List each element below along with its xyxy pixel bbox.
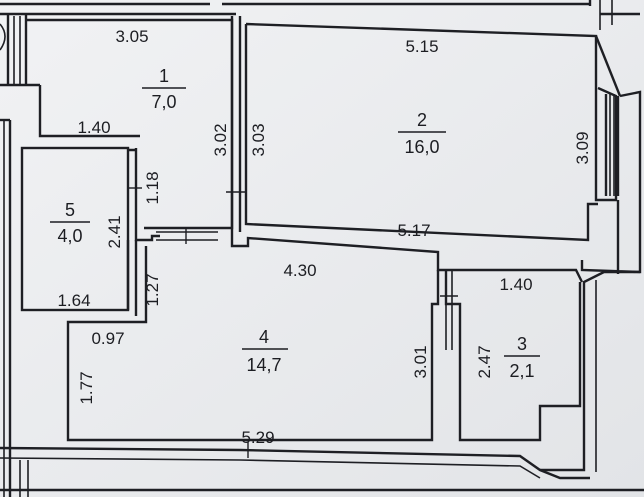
- dimension-label: 3.09: [573, 131, 592, 164]
- room-area: 4,0: [57, 226, 82, 246]
- room-5-walls: [8, 120, 160, 497]
- wall-2-4: [230, 232, 584, 283]
- dimension-label: 1.77: [77, 371, 96, 404]
- room-4-walls: [66, 246, 440, 442]
- window-room-2: [594, 35, 622, 196]
- room-number: 2: [417, 110, 427, 130]
- room-2-walls: [244, 22, 618, 242]
- dimension-label: 5.17: [397, 221, 430, 240]
- room-label-1: 1 7,0: [142, 66, 186, 112]
- bottom-walls: [0, 442, 644, 497]
- dimension-label: 2.41: [105, 215, 124, 248]
- room-label-2: 2 16,0: [398, 110, 446, 157]
- dimension-label: 1.40: [77, 118, 110, 137]
- top-edge-walls: [0, 0, 613, 30]
- dimension-label: 2.47: [475, 345, 494, 378]
- dimension-label: 5.15: [405, 37, 438, 56]
- room-number: 3: [517, 334, 527, 354]
- dimension-label: 1.18: [143, 171, 162, 204]
- dimension-label: 3.02: [211, 123, 230, 156]
- left-edge: [0, 118, 10, 497]
- dimension-label: 5.29: [241, 428, 274, 447]
- window-room-1: [0, 14, 40, 87]
- dimension-label: 4.30: [283, 261, 316, 280]
- room-number: 5: [65, 200, 75, 220]
- room-number: 4: [259, 327, 269, 347]
- dimension-label: 3.01: [411, 345, 430, 378]
- dimension-label: 3.03: [249, 123, 268, 156]
- room-3-walls: [440, 270, 582, 442]
- room-area: 14,7: [246, 355, 281, 375]
- dimension-label: 0.97: [91, 329, 124, 348]
- outer-right-lower-wall: [540, 270, 640, 472]
- dimension-label: 3.05: [115, 27, 148, 46]
- door-marks: [156, 228, 218, 244]
- room-area: 16,0: [404, 137, 439, 157]
- room-area: 2,1: [509, 361, 534, 381]
- dimension-label: 1.64: [57, 291, 90, 310]
- room-area: 7,0: [151, 92, 176, 112]
- room-number: 1: [159, 66, 169, 86]
- dimension-label: 1.40: [499, 275, 532, 294]
- partition-1-2: [226, 16, 246, 232]
- dimension-label: 1.27: [143, 273, 162, 306]
- room-label-3: 3 2,1: [504, 334, 540, 381]
- room-label-5: 5 4,0: [50, 200, 90, 246]
- room-label-4: 4 14,7: [242, 327, 288, 375]
